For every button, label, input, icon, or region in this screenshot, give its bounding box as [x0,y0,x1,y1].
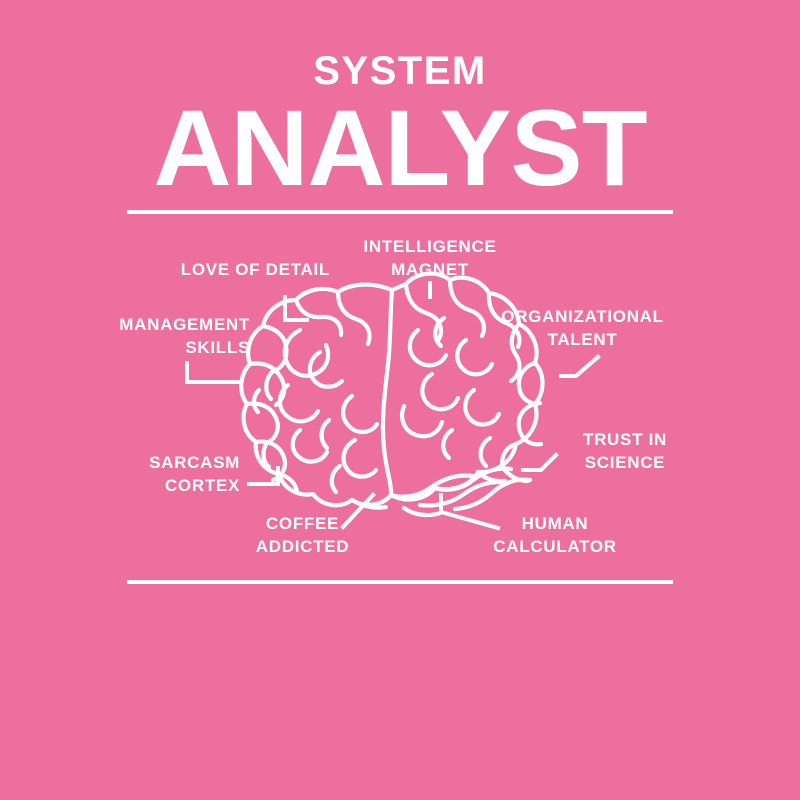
leader-love-of-detail [283,295,309,322]
leader-trust-in-science [521,452,559,472]
divider-bottom [127,580,673,584]
poster-title: ANALYST [153,87,647,208]
leader-sarcasm-cortex [247,466,280,486]
callout-coffee-addicted: COFFEE ADDICTED [255,514,350,556]
leader-organizational-talent [559,354,601,378]
leader-human-calculator [439,493,501,531]
callout-trust-in-science: TRUST IN SCIENCE [583,430,667,472]
callout-human-calculator: HUMAN CALCULATOR [493,514,617,556]
leader-coffee-addicted [340,492,376,530]
divider-top [127,210,673,214]
callout-intelligence-magnet: INTELLIGENCE MAGNET [363,237,497,279]
callout-sarcasm-cortex: SARCASM CORTEX [149,453,240,495]
callout-love-of-detail: LOVE OF DETAIL [180,260,330,279]
callout-organizational-talent: ORGANIZATIONAL TALENT [501,307,664,349]
callout-management-skills: MANAGEMENT SKILLS [119,315,250,357]
leader-management-skills [185,361,240,384]
poster-subtitle: SYSTEM [313,49,487,93]
